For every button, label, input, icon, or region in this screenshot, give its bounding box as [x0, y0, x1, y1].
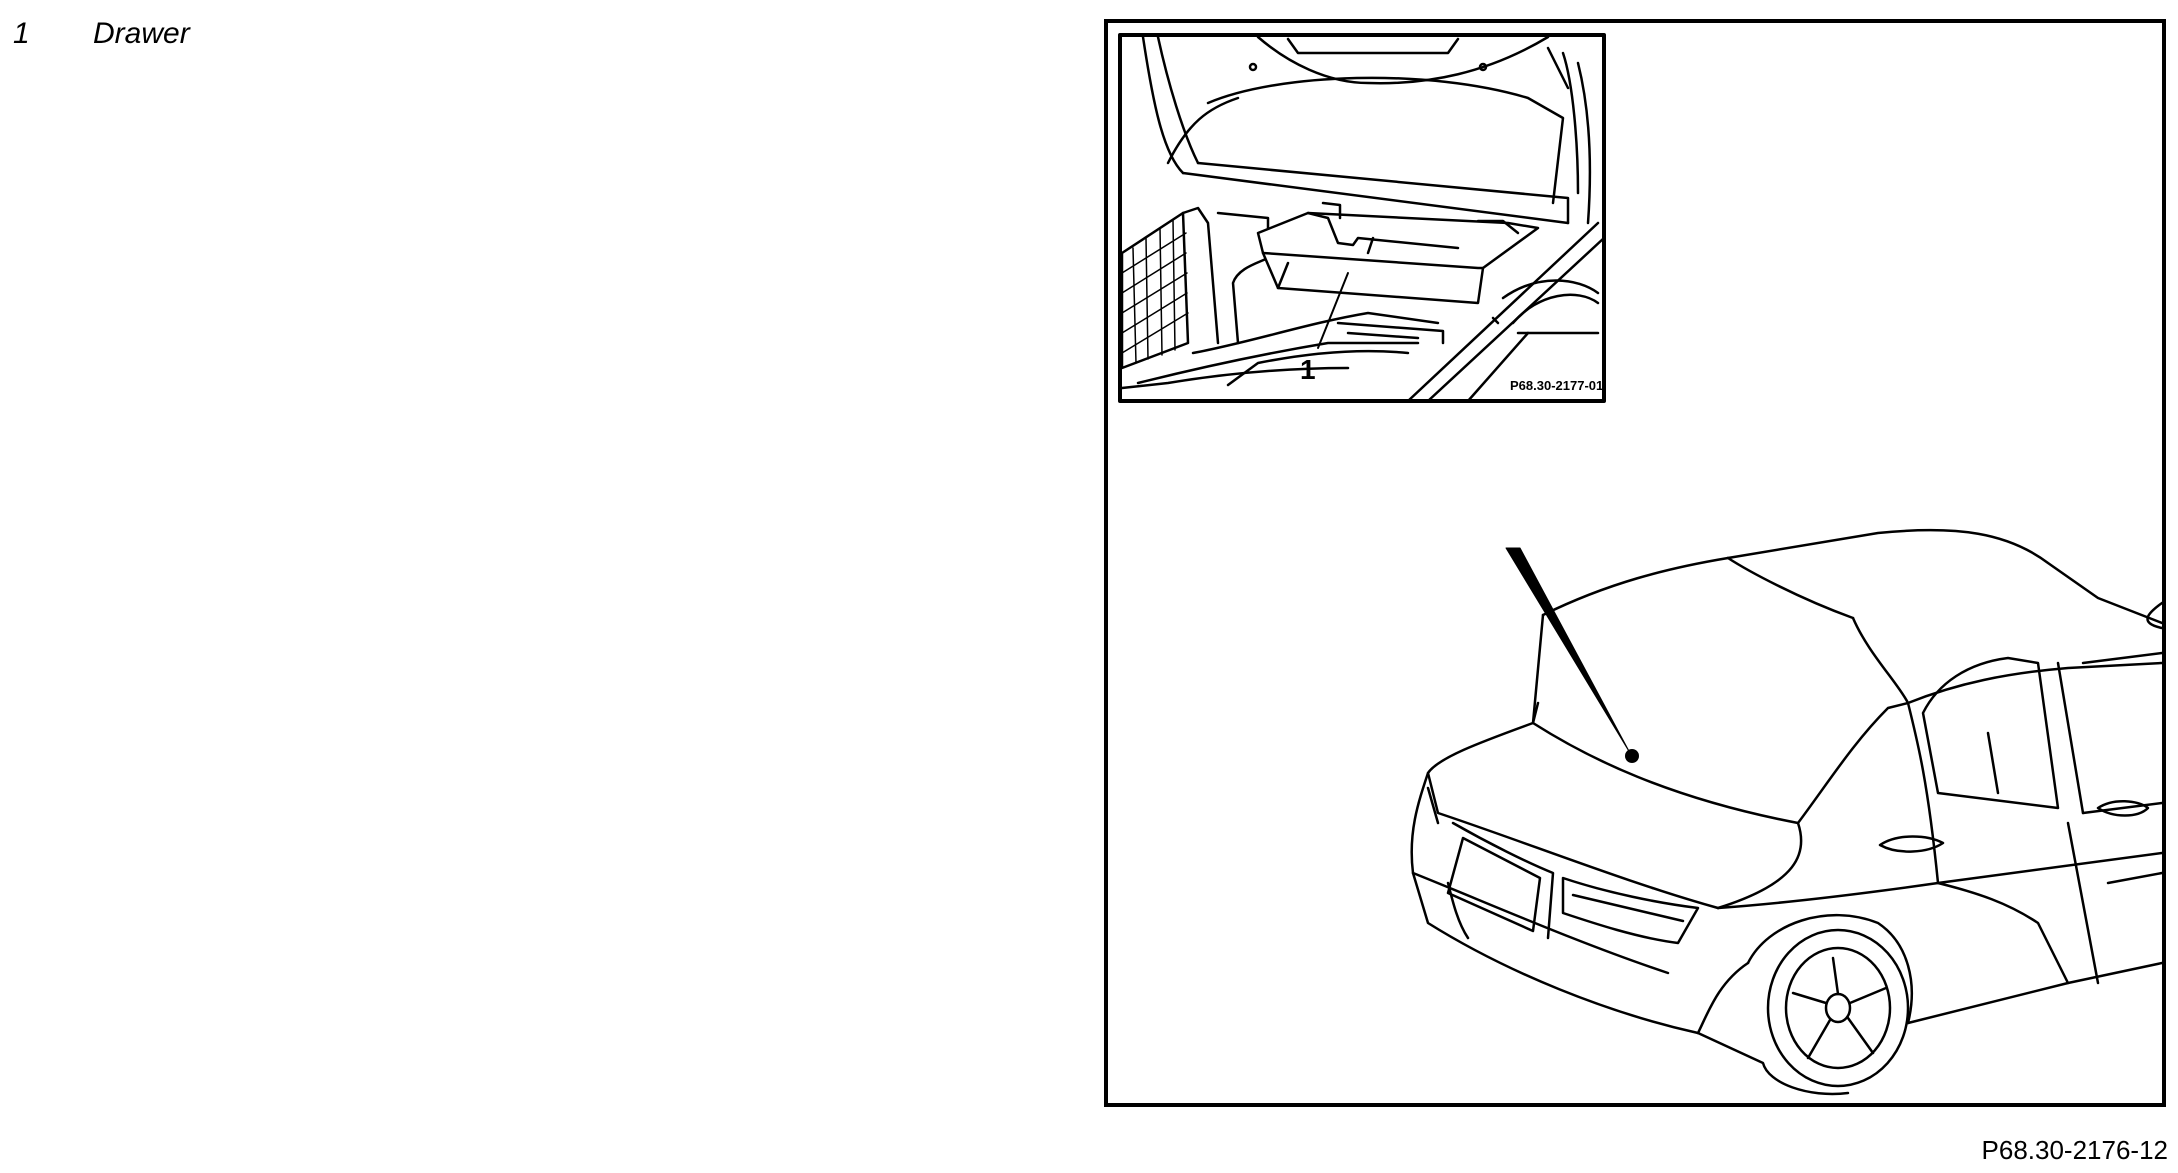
- figure-code: P68.30-2176-12: [1981, 1135, 2168, 1165]
- legend: 1 Drawer: [13, 16, 190, 52]
- tail-light: [1561, 876, 1700, 945]
- inset-detail: 1 P68.30-2177-01: [1118, 33, 1606, 403]
- legend-item-label: Drawer: [93, 17, 190, 50]
- legend-item-number: 1: [13, 17, 30, 50]
- rear-wheel: [1696, 914, 1913, 1096]
- car-drawing: [1410, 528, 2162, 1096]
- legend-item: 1 Drawer: [13, 16, 190, 52]
- drawer: [1256, 201, 1540, 305]
- door-handle: [2096, 800, 2150, 817]
- illustration: 1 P68.30-2177-01: [1118, 33, 2162, 1096]
- license-plate: [1446, 836, 1542, 933]
- callout-pointer: [1505, 547, 1631, 754]
- callout-dot: [1625, 749, 1639, 763]
- door-handle: [1878, 835, 1945, 853]
- callout-leader: [1317, 272, 1349, 349]
- illustration-frame: 1 P68.30-2177-01: [1104, 19, 2166, 1107]
- callout-number: 1: [1300, 354, 1316, 385]
- cargo-net: [1120, 211, 1190, 370]
- inset-code: P68.30-2177-01: [1510, 378, 1603, 393]
